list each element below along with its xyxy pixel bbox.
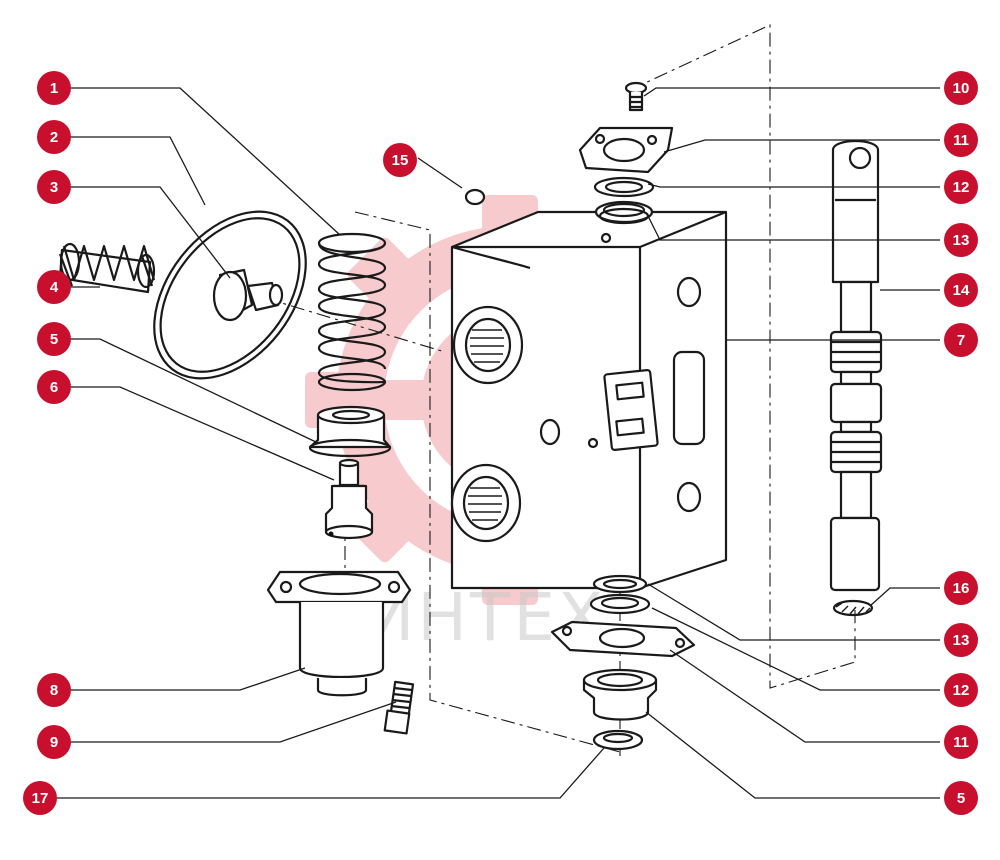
callout-label: 16: [953, 580, 970, 597]
callout-label: 9: [50, 734, 58, 751]
callout-label: 5: [957, 790, 965, 807]
part-flange-upper: [578, 126, 674, 174]
callout-label: 11: [953, 734, 969, 751]
callout-12-lower[interactable]: 12: [944, 673, 978, 707]
callout-15[interactable]: 15: [383, 143, 417, 177]
part-screw: [624, 81, 648, 112]
part-sleeve-lower: [582, 668, 658, 721]
callout-label: 4: [50, 279, 59, 296]
part-valve-stem: [324, 458, 374, 540]
callout-label: 8: [50, 682, 58, 699]
part-plunger: [212, 268, 284, 322]
callout-6[interactable]: 6: [37, 370, 71, 404]
part-plug: [464, 188, 486, 206]
callout-3[interactable]: 3: [37, 170, 71, 204]
callout-11-upper[interactable]: 11: [944, 123, 978, 157]
part-seal-upper: [594, 200, 654, 225]
callout-label: 13: [953, 232, 970, 249]
callout-10[interactable]: 10: [944, 71, 978, 105]
callout-9[interactable]: 9: [37, 725, 71, 759]
callout-13-upper[interactable]: 13: [944, 223, 978, 257]
callout-label: 12: [953, 179, 970, 196]
part-ring-lower: [592, 729, 644, 751]
part-washer-upper: [593, 176, 655, 198]
callout-12-upper[interactable]: 12: [944, 170, 978, 204]
callout-label: 10: [953, 80, 970, 97]
part-cap-housing: [266, 570, 412, 697]
callout-label: 13: [953, 632, 970, 649]
callout-16[interactable]: 16: [944, 571, 978, 605]
part-washer-lower: [589, 593, 651, 615]
part-sleeve-upper: [308, 405, 392, 458]
part-seal-lower: [592, 574, 648, 594]
callout-label: 3: [50, 179, 58, 196]
callout-4[interactable]: 4: [37, 270, 71, 304]
part-large-spring: [317, 232, 387, 392]
part-o-ring: [153, 210, 307, 380]
callout-label: 7: [957, 332, 965, 349]
part-small-spring: [58, 242, 156, 294]
leader-lines: [56, 87, 940, 799]
callout-2[interactable]: 2: [37, 120, 71, 154]
callout-label: 2: [50, 129, 58, 146]
part-circlip: [832, 599, 874, 617]
callout-14[interactable]: 14: [944, 273, 978, 307]
callout-1[interactable]: 1: [37, 71, 71, 105]
callout-label: 17: [32, 790, 49, 807]
callout-5-lower[interactable]: 5: [944, 781, 978, 815]
part-spool: [829, 140, 883, 592]
callout-label: 14: [953, 282, 970, 299]
callout-label: 5: [50, 331, 58, 348]
callout-label: 6: [50, 379, 58, 396]
callout-label: 1: [50, 80, 58, 97]
callout-label: 11: [953, 132, 969, 149]
part-valve-body: [450, 210, 728, 590]
part-bolt: [383, 680, 415, 735]
part-flange-lower: [550, 620, 696, 658]
callout-label: 12: [953, 682, 970, 699]
callout-13-lower[interactable]: 13: [944, 623, 978, 657]
callout-17[interactable]: 17: [23, 781, 57, 815]
callout-label: 15: [392, 152, 409, 169]
callout-5-upper[interactable]: 5: [37, 322, 71, 356]
callout-8[interactable]: 8: [37, 673, 71, 707]
callout-7[interactable]: 7: [944, 323, 978, 357]
callout-11-lower[interactable]: 11: [944, 725, 978, 759]
